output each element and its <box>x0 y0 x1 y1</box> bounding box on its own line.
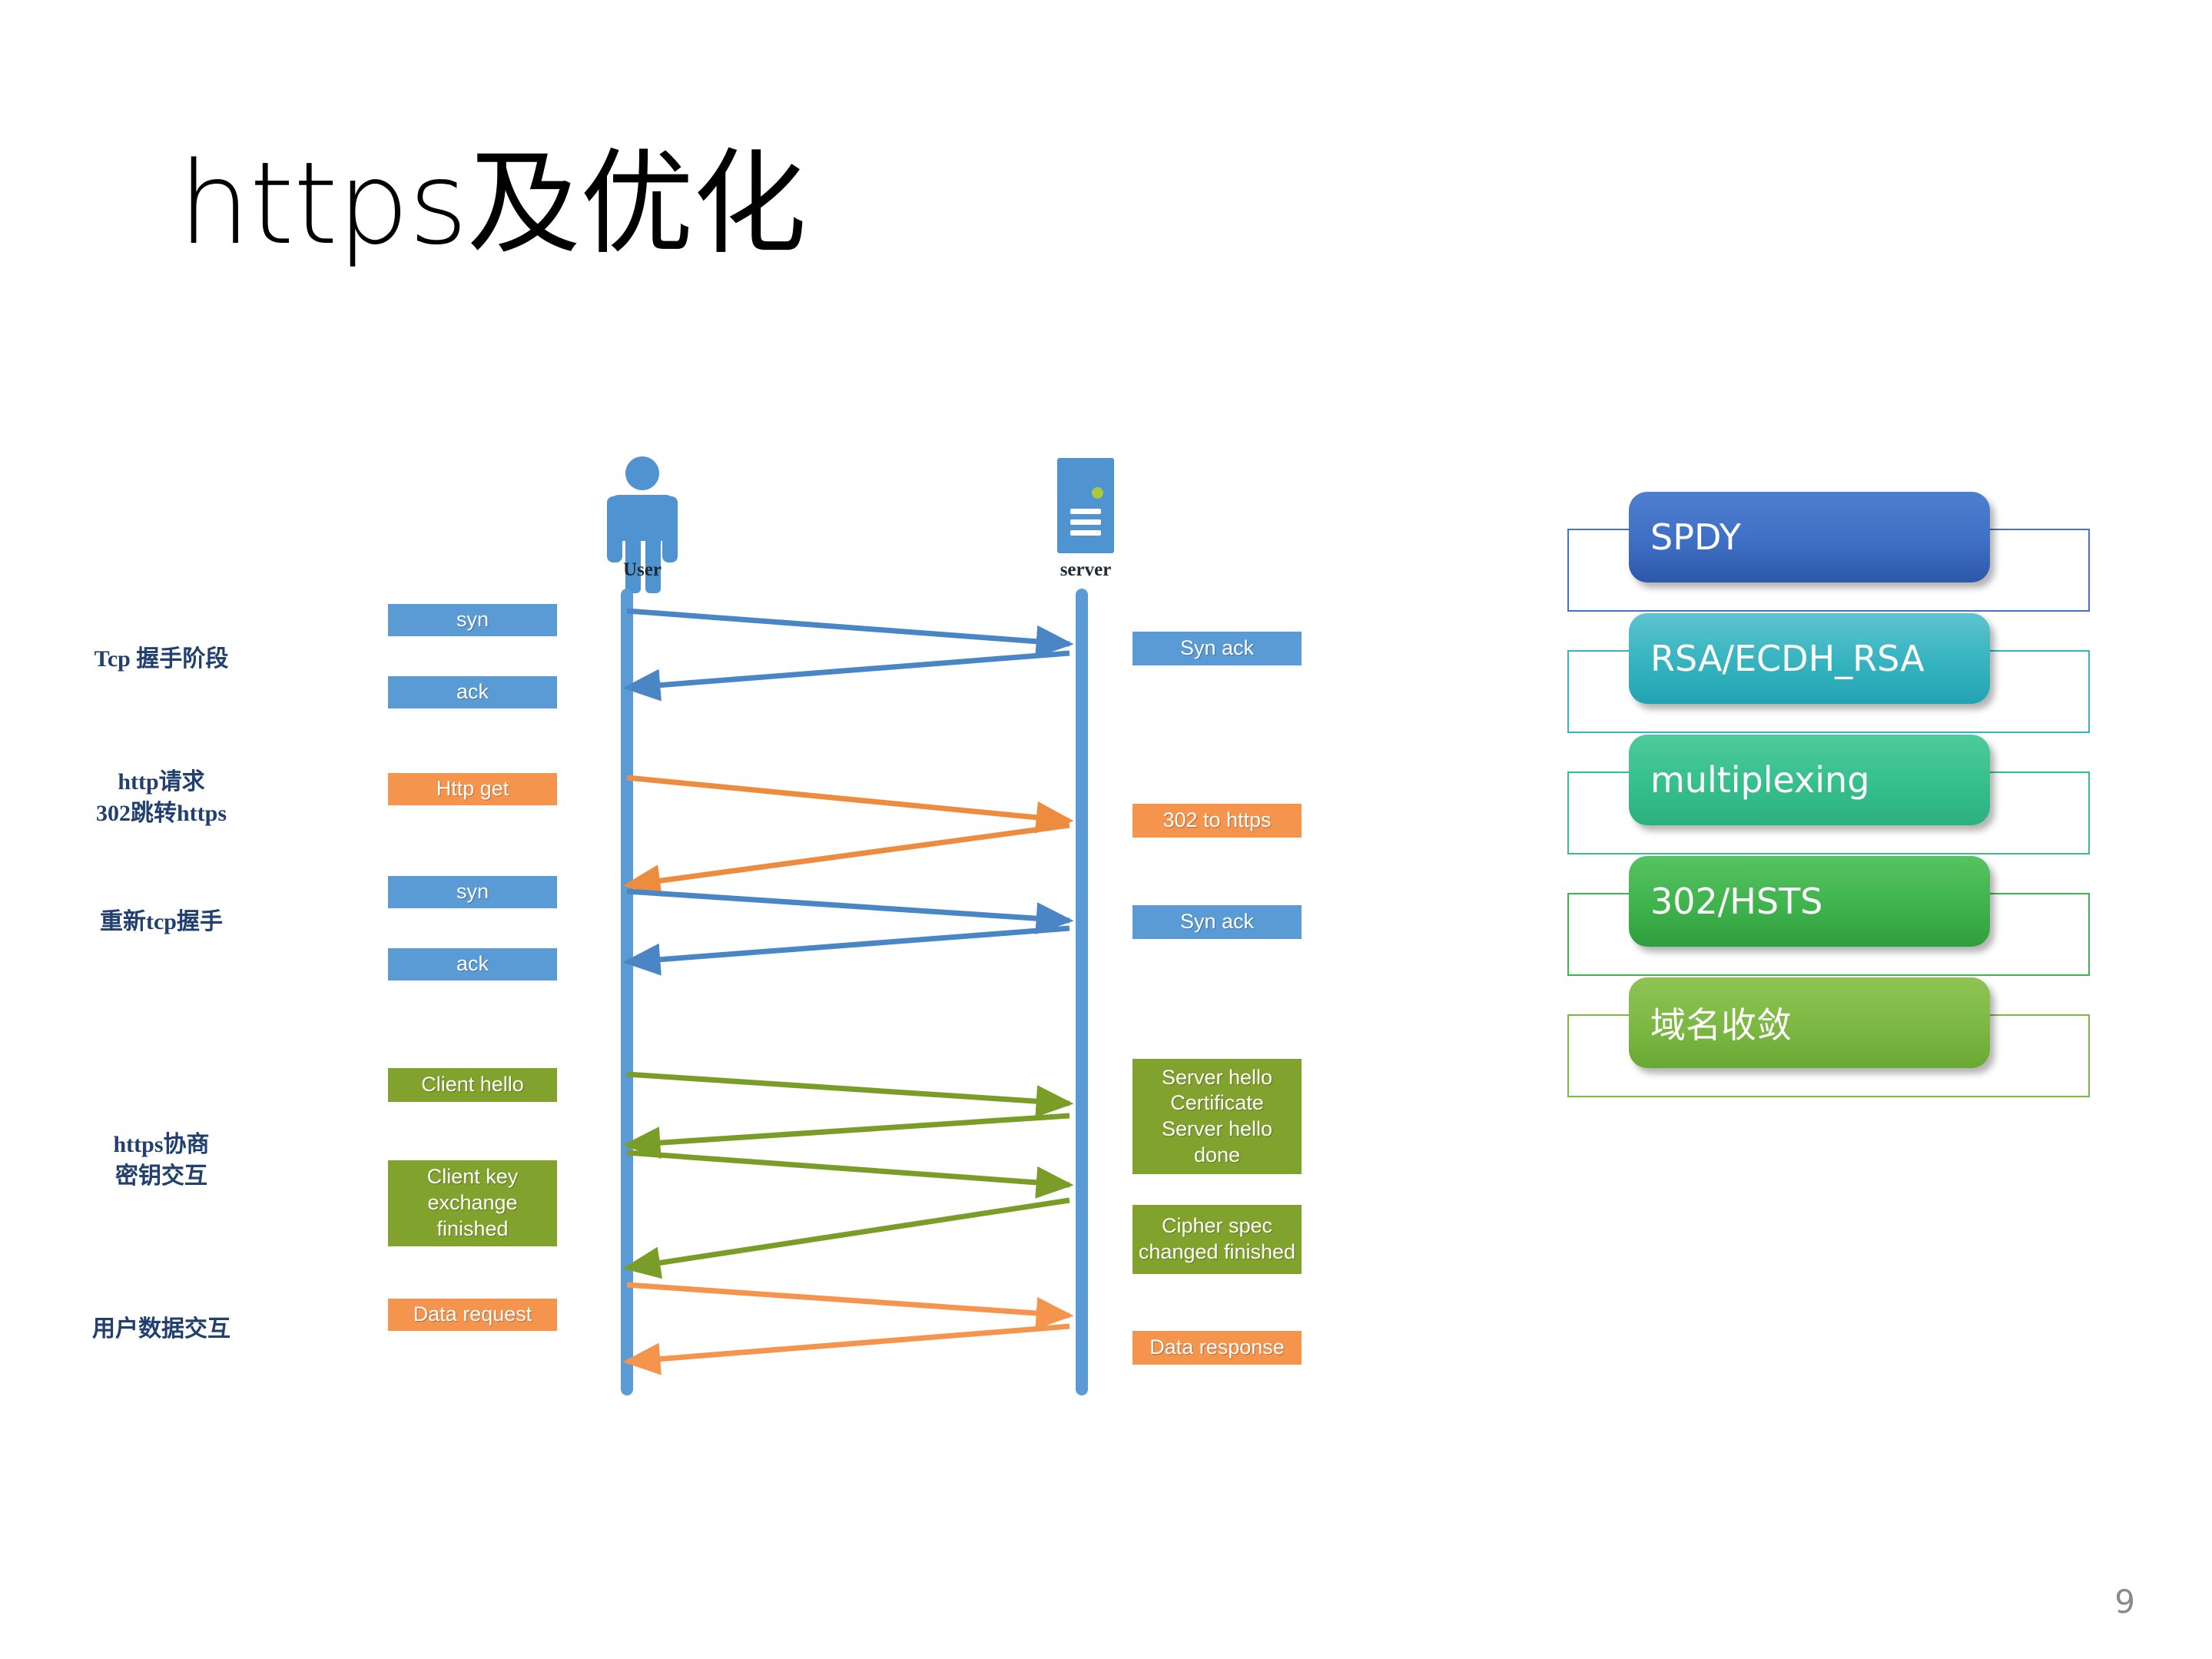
optimization-pill-label[interactable]: multiplexing <box>1629 735 1990 825</box>
message-chip-client: syn <box>388 876 557 908</box>
arrow-synack-1 <box>622 650 1070 702</box>
message-chip-client: ack <box>388 676 557 708</box>
message-chip-client: ack <box>388 948 557 980</box>
arrow-syn-2 <box>626 888 1074 935</box>
arrow-http-get <box>626 775 1074 834</box>
optimization-pill-label[interactable]: RSA/ECDH_RSA <box>1629 613 1990 704</box>
phase-label-tcp-rehandshake: 重新tcp握手 <box>100 909 223 934</box>
message-chip-server: Server hello Certificate Server hello do… <box>1133 1059 1302 1174</box>
message-chip-client: syn <box>388 604 557 636</box>
arrow-cipher-spec-changed <box>622 1197 1070 1279</box>
person-icon <box>607 456 678 593</box>
phase-label-user-data: 用户数据交互 <box>92 1316 230 1342</box>
page-number: 9 <box>2114 1583 2135 1621</box>
arrow-syn-1 <box>626 608 1074 658</box>
phase-label-tcp-handshake: Tcp 握手阶段 <box>94 646 229 672</box>
optimization-pill-label[interactable]: SPDY <box>1629 492 1990 582</box>
arrow-302-redirect <box>622 822 1070 897</box>
lifeline-server <box>1076 589 1088 1395</box>
arrow-client-key-exchange <box>626 1150 1074 1199</box>
optimization-pill-label[interactable]: 302/HSTS <box>1629 856 1990 947</box>
arrow-synack-2 <box>622 925 1070 976</box>
optimization-pill-label[interactable]: 域名收敛 <box>1629 977 1990 1068</box>
optimization-item-domain-convergence[interactable]: 域名收敛 <box>1552 977 2167 1099</box>
message-chip-text: Client key exchange finished <box>426 1165 519 1240</box>
message-chip-server: 302 to https <box>1133 804 1302 838</box>
message-chip-text: Cipher spec changed finished <box>1138 1214 1296 1263</box>
actor-label-user: User <box>623 559 662 580</box>
arrow-data-request <box>626 1282 1074 1329</box>
optimization-item-302-hsts[interactable]: 302/HSTS <box>1552 856 2167 977</box>
message-chip-server: Cipher spec changed finished <box>1133 1205 1302 1274</box>
lifeline-user <box>621 589 633 1395</box>
phase-label-https-negotiation: https协商密钥交互 <box>113 1132 210 1189</box>
message-chip-text: Server hello Certificate Server hello do… <box>1161 1065 1273 1166</box>
message-chip-server: Data response <box>1133 1331 1302 1365</box>
arrow-server-hello <box>622 1113 1070 1160</box>
message-chip-server: Syn ack <box>1133 905 1302 939</box>
message-chip-server: Syn ack <box>1133 632 1302 665</box>
optimization-list: SPDY RSA/ECDH_RSA multiplexing 302/HSTS … <box>1552 492 2167 1099</box>
optimization-item-multiplexing[interactable]: multiplexing <box>1552 735 2167 856</box>
optimization-item-rsa-ecdh[interactable]: RSA/ECDH_RSA <box>1552 613 2167 735</box>
optimization-item-spdy[interactable]: SPDY <box>1552 492 2167 613</box>
message-chip-client: Client hello <box>388 1068 557 1102</box>
arrow-data-response <box>622 1323 1070 1375</box>
actor-label-server: server <box>1060 559 1112 580</box>
message-chip-client: Data request <box>388 1299 557 1331</box>
page-title: https及优化 <box>178 138 807 270</box>
server-icon <box>1057 458 1114 553</box>
arrow-client-hello <box>626 1071 1074 1118</box>
message-chip-client: Client key exchange finished <box>388 1160 557 1246</box>
message-chip-client: Http get <box>388 773 557 805</box>
